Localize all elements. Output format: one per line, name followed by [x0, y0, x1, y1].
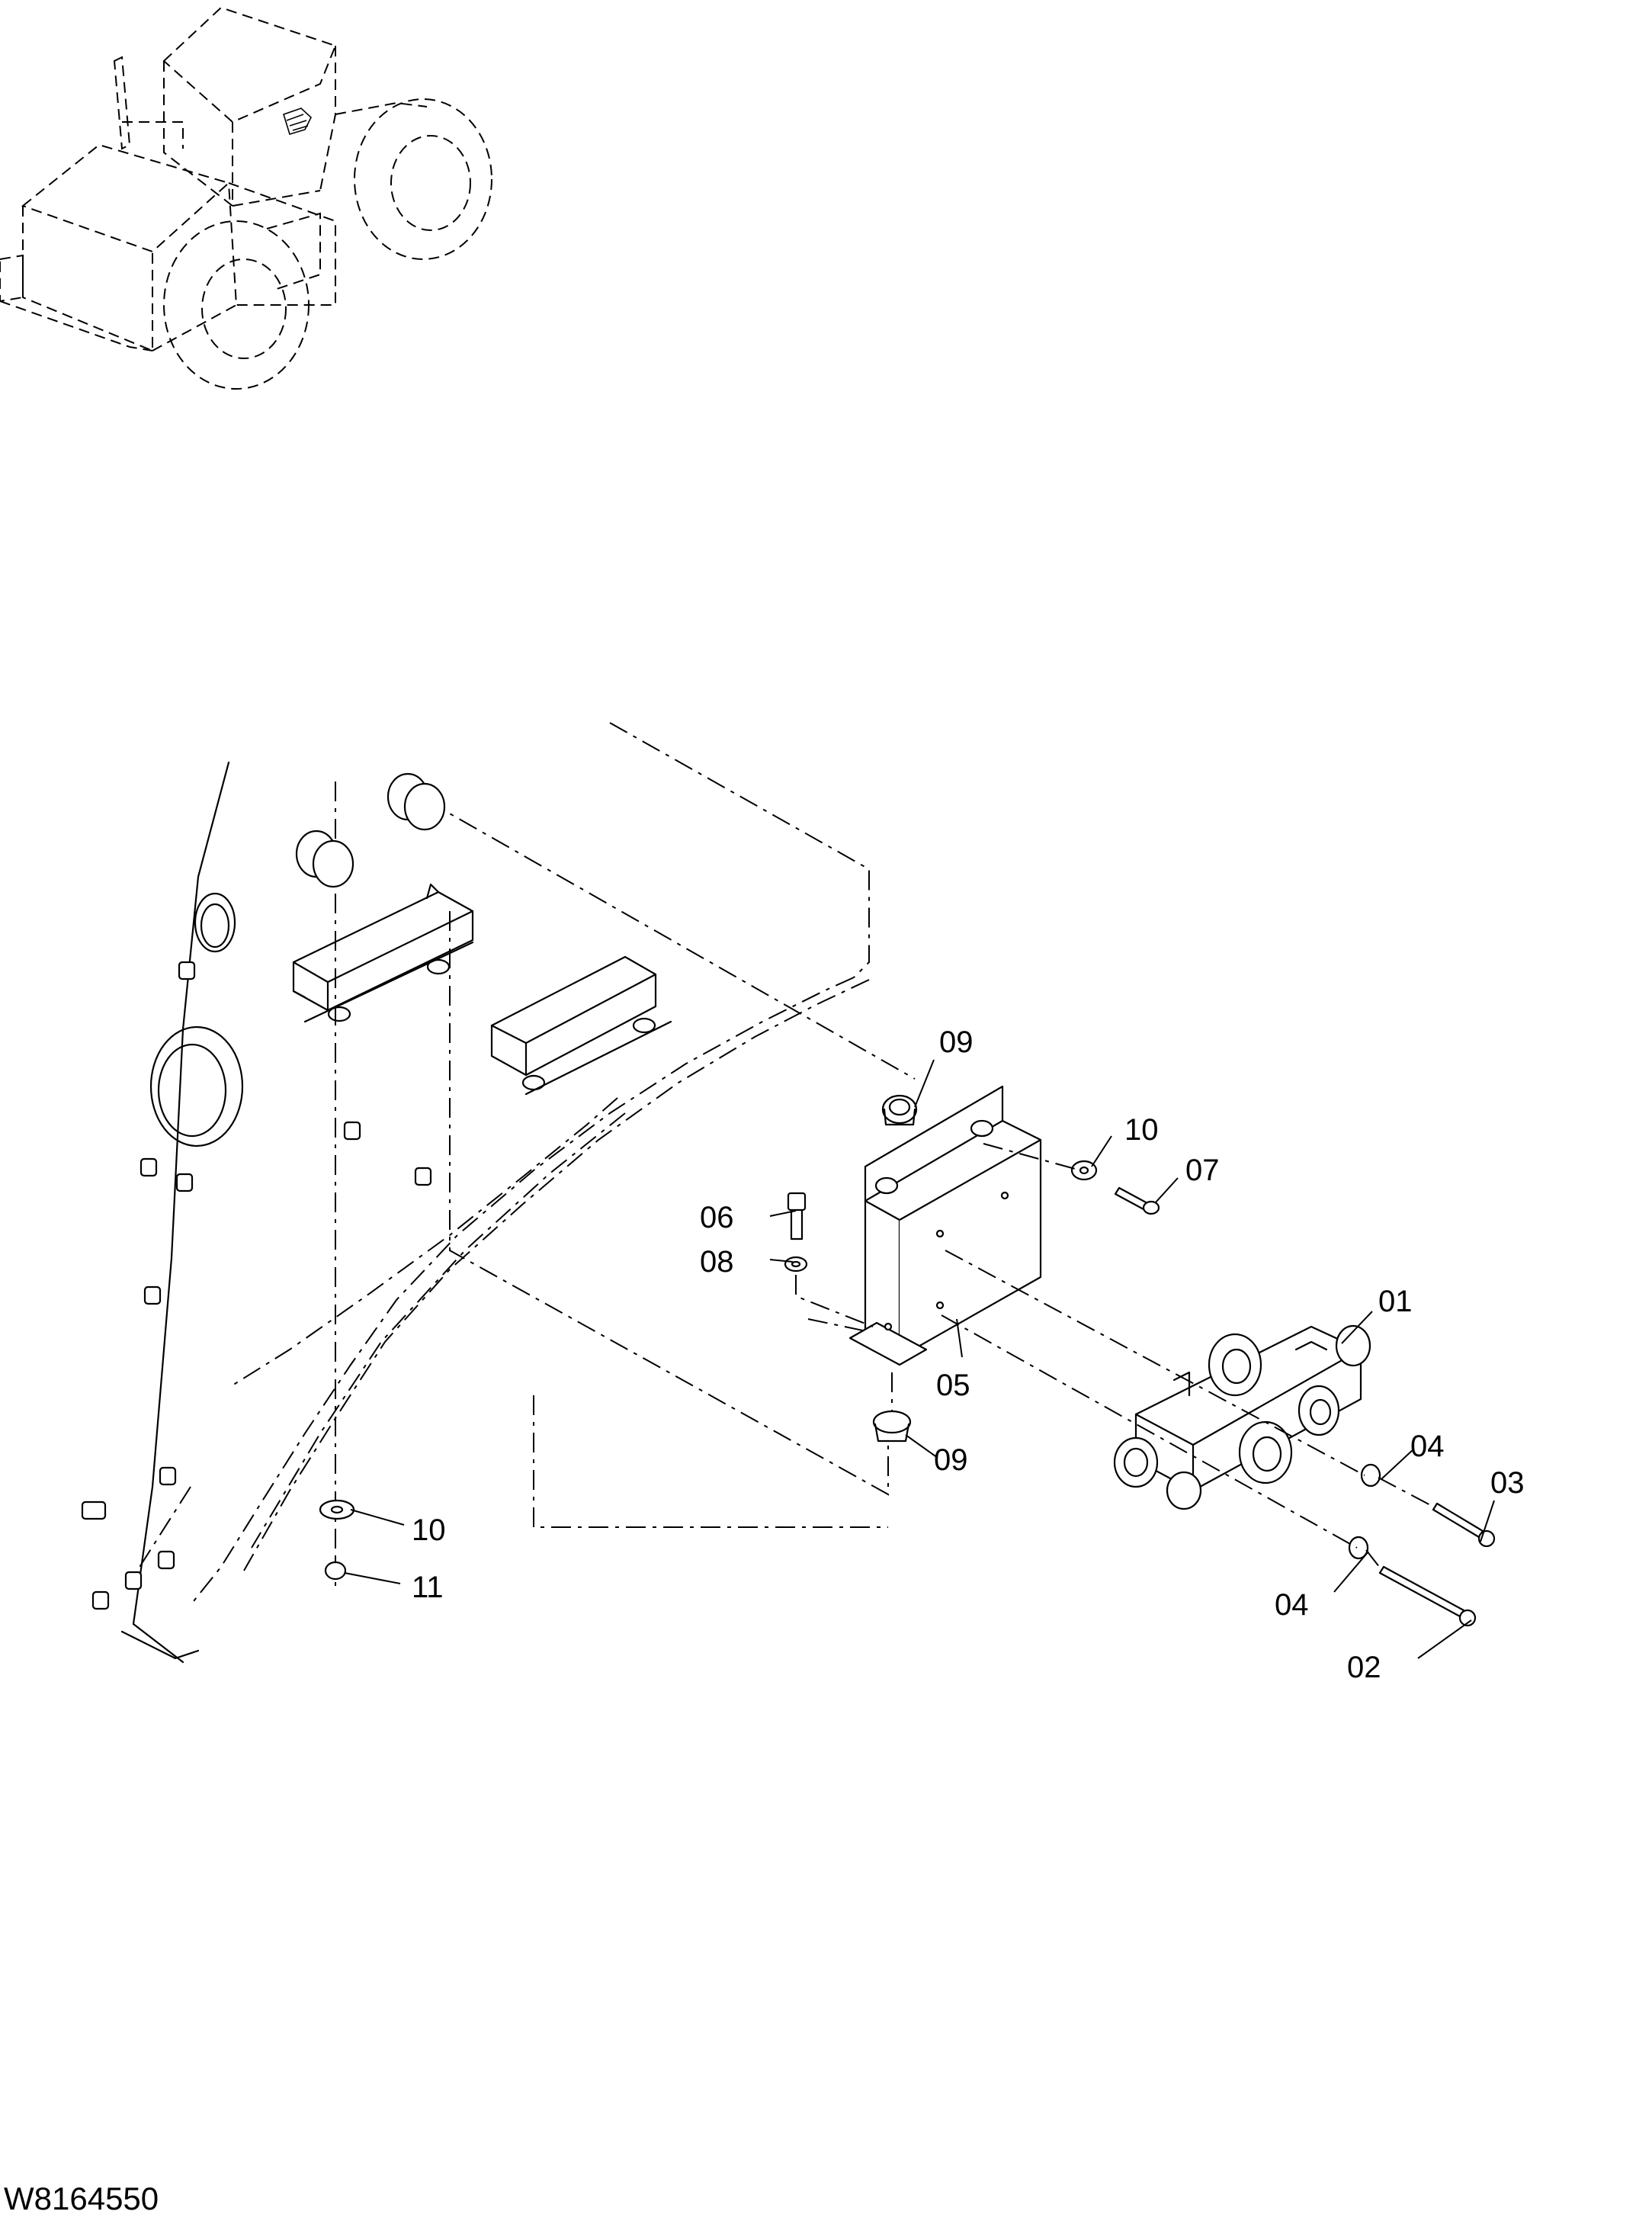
callout-01: 01 [1378, 1285, 1413, 1318]
leader-lines [344, 1059, 1495, 1659]
rubber-pads [295, 772, 446, 888]
callout-02: 02 [1347, 1651, 1381, 1684]
phantom-structure [136, 722, 916, 1606]
callout-09-upper: 09 [939, 1025, 974, 1059]
callout-03: 03 [1490, 1466, 1525, 1500]
angle-brackets [292, 883, 672, 1096]
callout-08: 08 [700, 1245, 734, 1279]
callout-04-upper: 04 [1410, 1430, 1445, 1463]
callout-06: 06 [700, 1201, 734, 1234]
callouts: 01 02 03 04 04 05 06 07 08 09 09 10 10 1… [412, 1025, 1525, 1684]
panel-studs [81, 961, 432, 1610]
panel-openings [149, 892, 244, 1147]
callout-11: 11 [412, 1571, 444, 1604]
callout-04-lower: 04 [1275, 1588, 1309, 1622]
support-plate-outline [120, 761, 230, 1664]
callout-09-lower: 09 [934, 1443, 968, 1477]
assembly-center-lines [795, 1143, 1434, 1568]
machine-locator-illustration [0, 6, 492, 390]
callout-07: 07 [1185, 1154, 1220, 1187]
callout-10-lower: 10 [412, 1513, 446, 1547]
valve-block [1113, 1324, 1371, 1510]
callout-10-upper: 10 [1124, 1113, 1159, 1147]
drawing-id: W8164550 [4, 2181, 159, 2216]
mounting-bracket [848, 1085, 1042, 1366]
callout-05: 05 [936, 1369, 970, 1402]
hardware [319, 1094, 1496, 1627]
